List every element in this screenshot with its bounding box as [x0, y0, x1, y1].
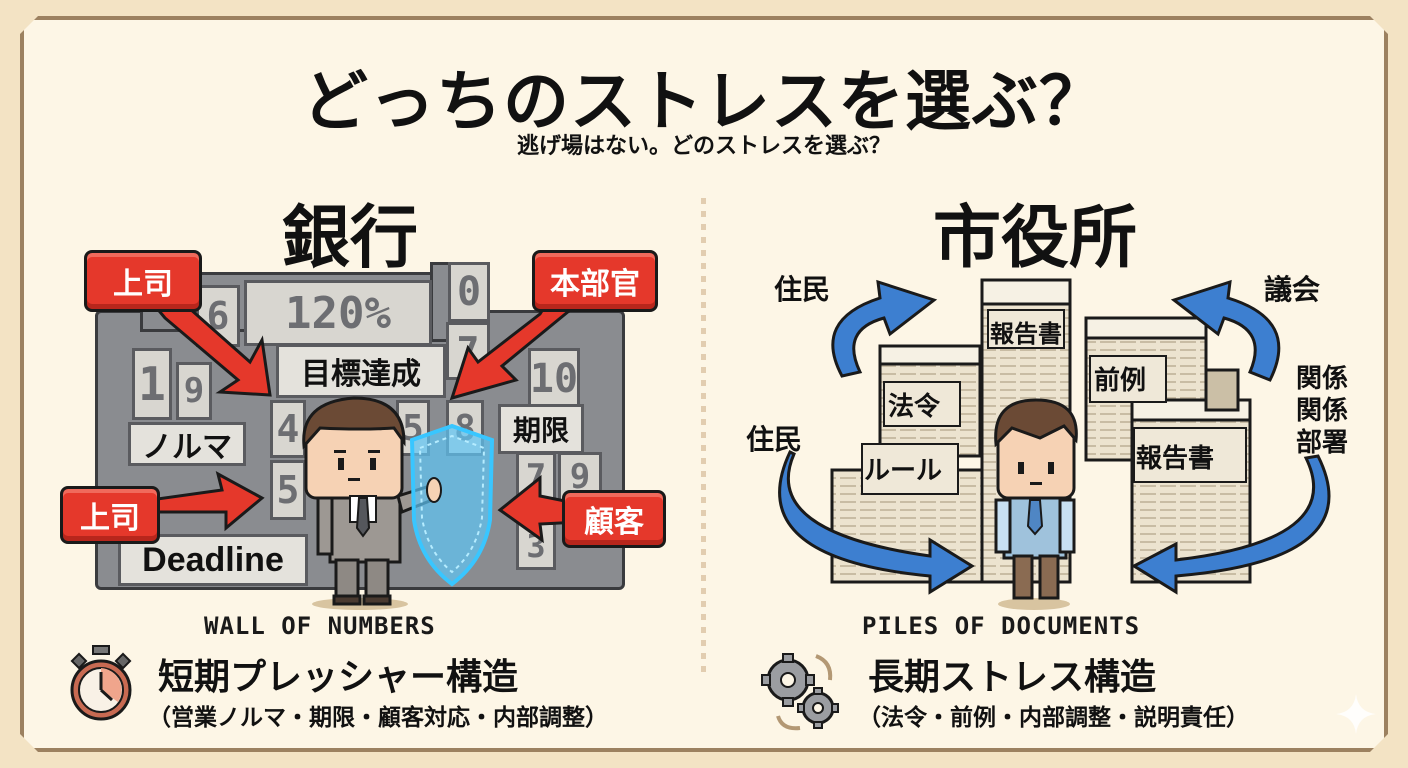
number-tile: 6	[196, 285, 240, 347]
quota-tile: ノルマ	[128, 422, 246, 466]
city-hall-caption-jp: 長期ストレス構造	[868, 657, 1157, 698]
city-hall-caption-en: PILES OF DOCUMENTS	[862, 612, 1141, 640]
bank-caption-en: WALL OF NUMBERS	[204, 612, 436, 640]
label-assembly: 議会	[1264, 273, 1321, 306]
page-title: どっちのストレスを選ぶ？	[302, 63, 1106, 140]
doc-label-report-right: 報告書	[1136, 444, 1215, 474]
label-related-1: 関係	[1296, 364, 1349, 394]
city-hall-heading: 市役所	[933, 199, 1138, 278]
city-hall-caption-detail: （法令・前例・内部調整・説明責任）	[858, 705, 1249, 731]
number-tile: 8	[446, 400, 484, 456]
doc-label-report-top: 報告書	[990, 320, 1062, 348]
label-departments: 部署	[1296, 428, 1349, 458]
number-tile: 7	[516, 452, 556, 502]
gears-cycle-icon	[761, 653, 839, 731]
number-tile: 9	[176, 362, 212, 420]
pressure-label-hq: 本部官	[532, 250, 658, 312]
label-related-2: 関係	[1296, 396, 1349, 426]
label-residents-top: 住民	[774, 273, 831, 306]
pressure-label-customer: 顧客	[562, 490, 666, 548]
number-tile: 3	[516, 522, 556, 570]
bank-caption-detail: （営業ノルマ・期限・顧客対応・内部調整）	[148, 705, 608, 731]
doc-label-rules: ルール	[864, 456, 943, 486]
number-tile: 7	[446, 322, 490, 380]
bank-heading: 銀行	[282, 199, 419, 278]
deadline-jp-tile: 期限	[498, 404, 584, 454]
number-tile: 5	[396, 400, 430, 456]
goal-tile: 目標達成	[276, 344, 446, 398]
pressure-label-boss-bottom: 上司	[60, 486, 160, 544]
number-tile: 0	[448, 262, 490, 322]
doc-label-precedent: 前例	[1094, 366, 1147, 396]
number-tile: 1	[132, 348, 172, 420]
pressure-label-boss-top: 上司	[84, 250, 202, 312]
number-tile: 120%	[244, 280, 432, 346]
stopwatch-icon	[70, 645, 132, 721]
label-residents-mid: 住民	[746, 423, 803, 456]
number-tile: 10	[528, 348, 580, 410]
center-divider	[701, 198, 706, 673]
number-tile: 4	[270, 400, 306, 458]
doc-label-law: 法令	[888, 392, 941, 422]
bank-caption-jp: 短期プレッシャー構造	[158, 657, 519, 698]
page-subtitle: 逃げ場はない。どのストレスを選ぶ？	[516, 134, 891, 159]
sparkle-icon	[1336, 694, 1376, 734]
number-tile: 5	[270, 460, 306, 520]
